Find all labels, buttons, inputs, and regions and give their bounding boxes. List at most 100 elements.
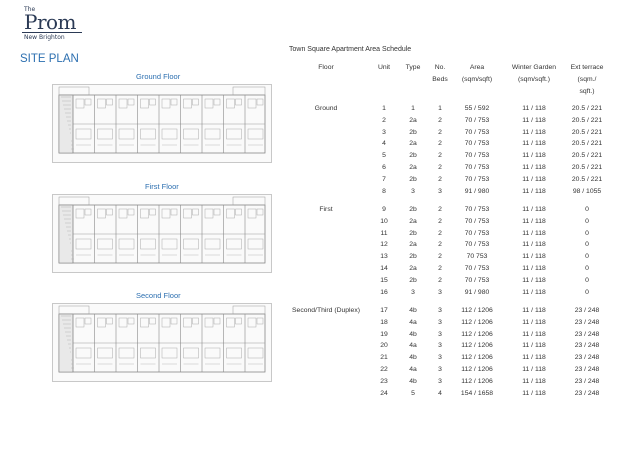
cell-area: 70 / 753: [464, 175, 490, 183]
cell-terrace: 0: [585, 265, 589, 272]
cell-terrace: 20.5 / 221: [571, 164, 603, 171]
cell-type: 4b: [409, 307, 417, 314]
cell-beds: 4: [438, 389, 442, 397]
cell-terrace: 20.5 / 221: [571, 128, 603, 136]
header-ext-terrace: Ext terrace (sqm./ sqft.): [562, 62, 612, 98]
cell-area: 70 / 753: [464, 217, 490, 225]
header-area-line2: (sqm/sqft): [461, 76, 493, 83]
cell-type: 5: [411, 389, 415, 397]
cell-type: 2b: [409, 175, 417, 183]
header-floor: Floor: [318, 64, 334, 71]
cell-area: 70 / 753: [464, 128, 490, 136]
cell-garden: 11 / 118: [522, 229, 546, 237]
cell-beds: 2: [438, 253, 442, 261]
cell-type: 4a: [409, 366, 417, 373]
cell-unit: 16: [380, 288, 388, 296]
cell-unit: 18: [380, 318, 388, 326]
cell-beds: 2: [438, 116, 442, 124]
cell-area: 70 / 753: [464, 116, 490, 124]
logo-subtitle: New Brighton: [24, 34, 65, 41]
cell-terrace: 23 / 248: [574, 307, 600, 314]
second-floor-plan: [52, 303, 272, 382]
cell-terrace: 0: [585, 288, 589, 296]
cell-type: 2a: [409, 241, 417, 249]
cell-area: 112 / 1206: [461, 307, 493, 314]
floor-label: Ground: [314, 105, 338, 112]
cell-area: 91 / 980: [464, 288, 490, 296]
cell-unit: 3: [382, 128, 386, 136]
cell-terrace: 20.5 / 221: [571, 116, 603, 124]
cell-terrace: 0: [585, 217, 589, 225]
cell-terrace: 20.5 / 221: [571, 175, 603, 183]
cell-unit: 22: [380, 366, 388, 373]
cell-beds: 3: [438, 307, 442, 314]
cell-unit: 5: [382, 152, 386, 160]
cell-beds: 2: [438, 152, 442, 160]
cell-garden: 11 / 118: [522, 366, 546, 373]
cell-terrace: 23 / 248: [574, 366, 600, 373]
prom-logo: The Prom New Brighton: [20, 6, 92, 41]
cell-type: 4a: [409, 318, 417, 326]
cell-type: 2b: [409, 253, 417, 261]
cell-area: 70 753: [466, 253, 488, 261]
cell-garden: 11 / 118: [522, 342, 546, 350]
header-terrace-line3: sqft.): [579, 88, 595, 95]
cell-terrace: 20.5 / 221: [571, 152, 603, 160]
cell-terrace: 0: [585, 241, 589, 249]
ground-floor-plan: [52, 84, 272, 163]
cell-beds: 1: [438, 105, 442, 112]
cell-garden: 11 / 118: [522, 377, 546, 385]
cell-garden: 11 / 118: [522, 276, 546, 284]
cell-terrace: 23 / 248: [574, 318, 600, 326]
cell-unit: 11: [380, 229, 388, 237]
header-beds-line1: No.: [434, 64, 446, 71]
cell-type: 2a: [409, 140, 417, 148]
cell-area: 112 / 1206: [461, 330, 493, 338]
floor-label: First: [319, 206, 333, 213]
cell-type: 2a: [409, 116, 417, 124]
cell-beds: 2: [438, 175, 442, 183]
floor-plan-drawing: [58, 86, 266, 154]
cell-unit: 2: [382, 116, 386, 124]
schedule-title: Town Square Apartment Area Schedule: [289, 46, 412, 53]
cell-area: 112 / 1206: [461, 366, 493, 373]
cell-type: 2b: [409, 152, 417, 160]
cell-garden: 11 / 118: [522, 187, 546, 195]
cell-garden: 11 / 118: [522, 307, 546, 314]
cell-beds: 3: [438, 366, 442, 373]
cell-area: 70 / 753: [464, 265, 490, 272]
logo-underline: [22, 32, 82, 34]
cell-garden: 11 / 118: [522, 253, 546, 261]
cell-unit: 15: [380, 276, 388, 284]
cell-beds: 2: [438, 164, 442, 171]
cell-beds: 2: [438, 206, 442, 213]
cell-unit: 9: [382, 206, 386, 213]
cell-area: 112 / 1206: [461, 318, 493, 326]
cell-type: 2b: [409, 206, 417, 213]
cell-garden: 11 / 118: [522, 288, 546, 296]
cell-unit: 6: [382, 164, 386, 171]
cell-area: 112 / 1206: [461, 354, 493, 362]
cell-type: 4a: [409, 342, 417, 350]
cell-area: 70 / 753: [464, 276, 490, 284]
cell-garden: 11 / 118: [522, 389, 546, 397]
cell-garden: 11 / 118: [522, 140, 546, 148]
cell-area: 112 / 1206: [461, 342, 493, 350]
cell-garden: 11 / 118: [522, 105, 546, 112]
cell-area: 70 / 753: [464, 229, 490, 237]
logo-the: The: [24, 6, 36, 13]
cell-terrace: 23 / 248: [574, 354, 600, 362]
cell-unit: 19: [380, 330, 388, 338]
cell-beds: 3: [438, 318, 442, 326]
cell-type: 4b: [409, 354, 417, 362]
cell-garden: 11 / 118: [522, 217, 546, 225]
cell-garden: 11 / 118: [522, 164, 546, 171]
cell-garden: 11 / 118: [522, 128, 546, 136]
header-type: Type: [405, 64, 421, 71]
header-garden-line1: Winter Garden: [511, 64, 557, 71]
cell-area: 55 / 592: [464, 105, 490, 112]
header-area-line1: Area: [469, 64, 485, 71]
header-garden-line2: (sqm/sqft.): [517, 76, 551, 83]
cell-garden: 11 / 118: [522, 318, 546, 326]
cell-unit: 1: [382, 105, 386, 112]
